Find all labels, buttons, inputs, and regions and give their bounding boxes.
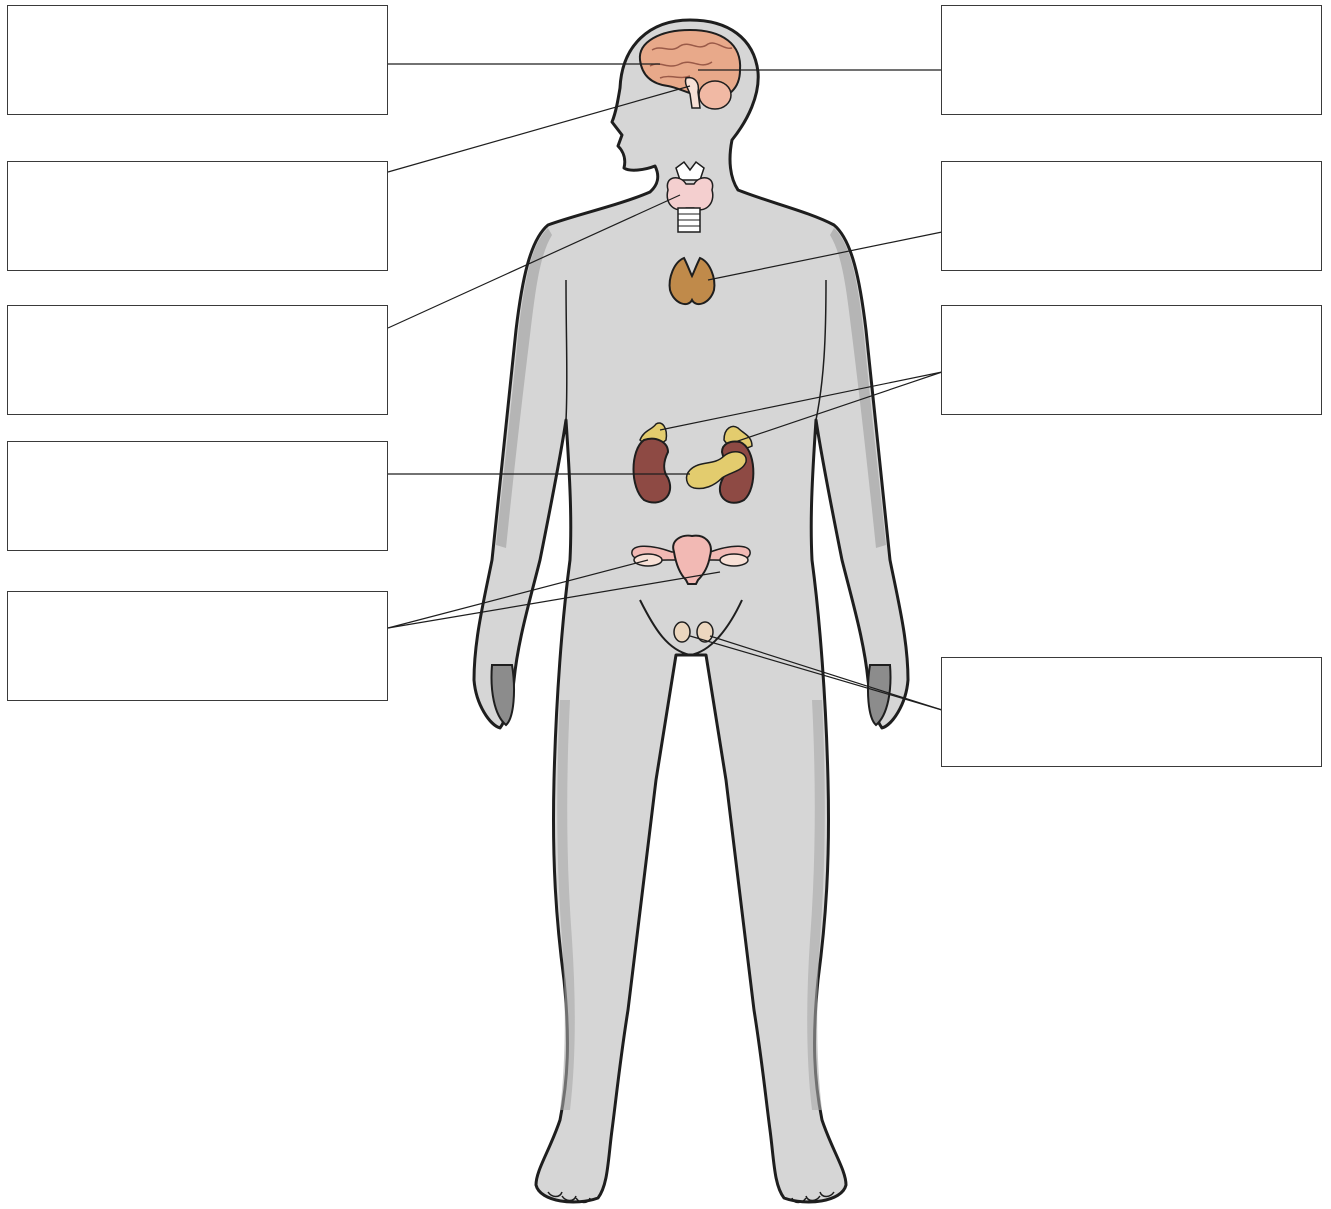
ovary-right-icon bbox=[720, 554, 748, 566]
label-box-right-4[interactable] bbox=[941, 657, 1322, 767]
label-box-right-2[interactable] bbox=[941, 161, 1322, 271]
kidney-left-icon bbox=[634, 439, 671, 503]
label-box-left-1[interactable] bbox=[7, 5, 388, 115]
label-box-left-2[interactable] bbox=[7, 161, 388, 271]
label-box-right-3[interactable] bbox=[941, 305, 1322, 415]
cerebellum-icon bbox=[699, 81, 731, 109]
testis-left-icon bbox=[674, 622, 690, 642]
label-box-left-3[interactable] bbox=[7, 305, 388, 415]
torso-line-left bbox=[566, 280, 567, 420]
label-box-right-1[interactable] bbox=[941, 5, 1322, 115]
label-box-left-4[interactable] bbox=[7, 441, 388, 551]
label-box-left-5[interactable] bbox=[7, 591, 388, 701]
